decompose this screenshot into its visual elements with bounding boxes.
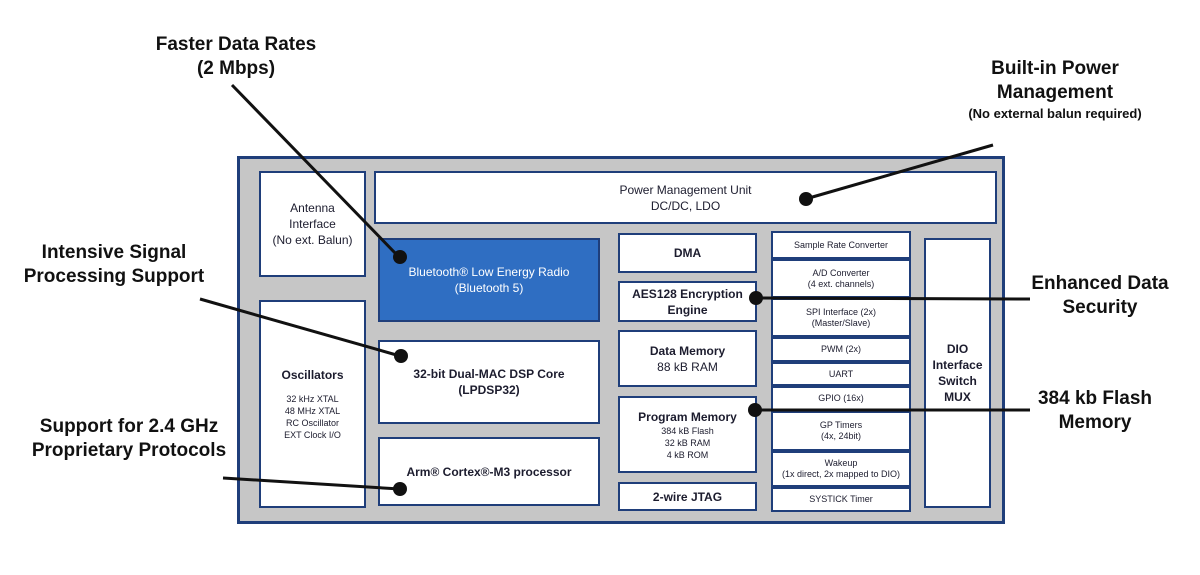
dsp-line2: (LPDSP32) <box>458 383 520 397</box>
callout-line: Enhanced Data <box>1031 273 1169 294</box>
antenna-line3: (No ext. Balun) <box>272 233 353 247</box>
callout-line: Faster Data Rates <box>155 34 317 55</box>
peripheral-sublabel: (4 ext. channels) <box>807 278 875 289</box>
aes-engine-block: AES128 Encryption Engine <box>618 281 757 322</box>
radio-line2: (Bluetooth 5) <box>454 281 524 295</box>
program-memory-block: Program Memory 384 kB Flash 32 kB RAM 4 … <box>618 396 757 473</box>
leader-dot <box>748 403 762 417</box>
callout-power-management: Built-in Power Management (No external b… <box>945 57 1165 123</box>
dio-line2: Interface <box>932 358 983 372</box>
callout-flash-memory: 384 kb Flash Memory <box>1010 387 1180 435</box>
radio-line1: Bluetooth® Low Energy Radio <box>408 265 570 279</box>
callout-line: (2 Mbps) <box>196 58 276 79</box>
antenna-line2: Interface <box>289 217 336 231</box>
peripheral-item: SPI Interface (2x) (Master/Slave) <box>771 298 911 337</box>
callout-line: 384 kb Flash <box>1037 388 1153 409</box>
callout-signal-processing: Intensive Signal Processing Support <box>14 241 214 289</box>
leader-line <box>758 296 1031 301</box>
program-memory-title: Program Memory <box>638 409 737 424</box>
dsp-line1: 32-bit Dual-MAC DSP Core <box>413 367 565 381</box>
callout-line: Proprietary Protocols <box>31 440 227 461</box>
peripheral-item: Wakeup (1x direct, 2x mapped to DIO) <box>771 451 911 487</box>
oscillators-title: Oscillators <box>281 368 344 382</box>
leader-line <box>222 476 401 491</box>
peripheral-label: SYSTICK Timer <box>809 494 873 504</box>
callout-proprietary-protocols: Support for 2.4 GHz Proprietary Protocol… <box>14 415 244 463</box>
peripheral-label: PWM (2x) <box>821 344 861 354</box>
peripheral-label: Sample Rate Converter <box>793 239 889 250</box>
cortex-m3-block: Arm® Cortex®-M3 processor <box>378 437 600 506</box>
peripheral-item: UART <box>771 362 911 386</box>
jtag-block: 2-wire JTAG <box>618 482 757 511</box>
dio-line1: DIO <box>946 342 969 356</box>
callout-faster-data-rates: Faster Data Rates (2 Mbps) <box>136 33 336 81</box>
peripheral-item: SYSTICK Timer <box>771 487 911 512</box>
peripheral-item: PWM (2x) <box>771 337 911 362</box>
program-memory-item: 32 kB RAM <box>664 437 711 448</box>
peripheral-sublabel: (4x, 24bit) <box>820 431 862 441</box>
callout-line: Management <box>996 82 1114 103</box>
oscillator-item: 32 kHz XTAL <box>286 394 339 404</box>
dio-mux-block: DIO Interface Switch MUX <box>924 238 991 508</box>
pmu-line1: Power Management Unit <box>619 182 752 197</box>
leader-dot <box>393 250 407 264</box>
data-memory-size: 88 kB RAM <box>657 359 718 374</box>
leader-dot <box>799 192 813 206</box>
ble-radio-block: Bluetooth® Low Energy Radio (Bluetooth 5… <box>378 238 600 322</box>
program-memory-item: 4 kB ROM <box>666 449 709 460</box>
power-management-unit-block: Power Management Unit DC/DC, LDO <box>374 171 997 224</box>
callout-data-security: Enhanced Data Security <box>1020 272 1180 320</box>
callout-line: Intensive Signal <box>41 242 187 263</box>
aes-line1: AES128 Encryption <box>632 286 743 301</box>
callout-line: Support for 2.4 GHz <box>39 416 219 437</box>
peripheral-label: SPI Interface (2x) <box>805 306 877 317</box>
dma-block: DMA <box>618 233 757 273</box>
dsp-core-block: 32-bit Dual-MAC DSP Core (LPDSP32) <box>378 340 600 424</box>
jtag-label: 2-wire JTAG <box>652 489 723 504</box>
leader-dot <box>394 349 408 363</box>
oscillator-item: EXT Clock I/O <box>284 430 341 440</box>
peripheral-label: A/D Converter <box>812 267 870 278</box>
dio-line4: MUX <box>944 390 971 404</box>
oscillators-block: Oscillators 32 kHz XTAL 48 MHz XTAL RC O… <box>259 300 366 508</box>
callout-line: Memory <box>1058 412 1132 433</box>
peripheral-label: GPIO (16x) <box>818 393 864 403</box>
dma-label: DMA <box>673 246 702 260</box>
pmu-line2: DC/DC, LDO <box>650 198 721 213</box>
leader-dot <box>749 291 763 305</box>
aes-line2: Engine <box>667 302 708 317</box>
callout-line: Built-in Power <box>991 58 1119 79</box>
data-memory-block: Data Memory 88 kB RAM <box>618 330 757 387</box>
leader-line <box>199 297 401 358</box>
peripheral-sublabel: (1x direct, 2x mapped to DIO) <box>781 469 901 479</box>
antenna-line1: Antenna <box>290 201 335 215</box>
callout-line: Processing Support <box>23 266 205 287</box>
callout-line: Security <box>1062 297 1138 318</box>
leader-dot <box>393 482 407 496</box>
callout-note: (No external balun required) <box>968 106 1142 121</box>
peripheral-sublabel: (Master/Slave) <box>811 317 871 328</box>
peripheral-label: GP Timers <box>819 420 863 430</box>
antenna-interface-block: Antenna Interface (No ext. Balun) <box>259 171 366 277</box>
peripheral-label: Wakeup <box>824 458 858 468</box>
cortex-label: Arm® Cortex®-M3 processor <box>406 464 572 479</box>
peripheral-item: GP Timers (4x, 24bit) <box>771 411 911 451</box>
program-memory-item: 384 kB Flash <box>661 425 714 436</box>
data-memory-title: Data Memory <box>649 343 726 358</box>
leader-line <box>230 83 400 258</box>
peripheral-item: Sample Rate Converter <box>771 231 911 259</box>
dio-line3: Switch <box>938 374 977 388</box>
oscillator-item: 48 MHz XTAL <box>284 406 341 416</box>
peripheral-label: UART <box>828 368 854 379</box>
leader-line <box>808 143 994 200</box>
oscillator-item: RC Oscillator <box>285 418 339 428</box>
